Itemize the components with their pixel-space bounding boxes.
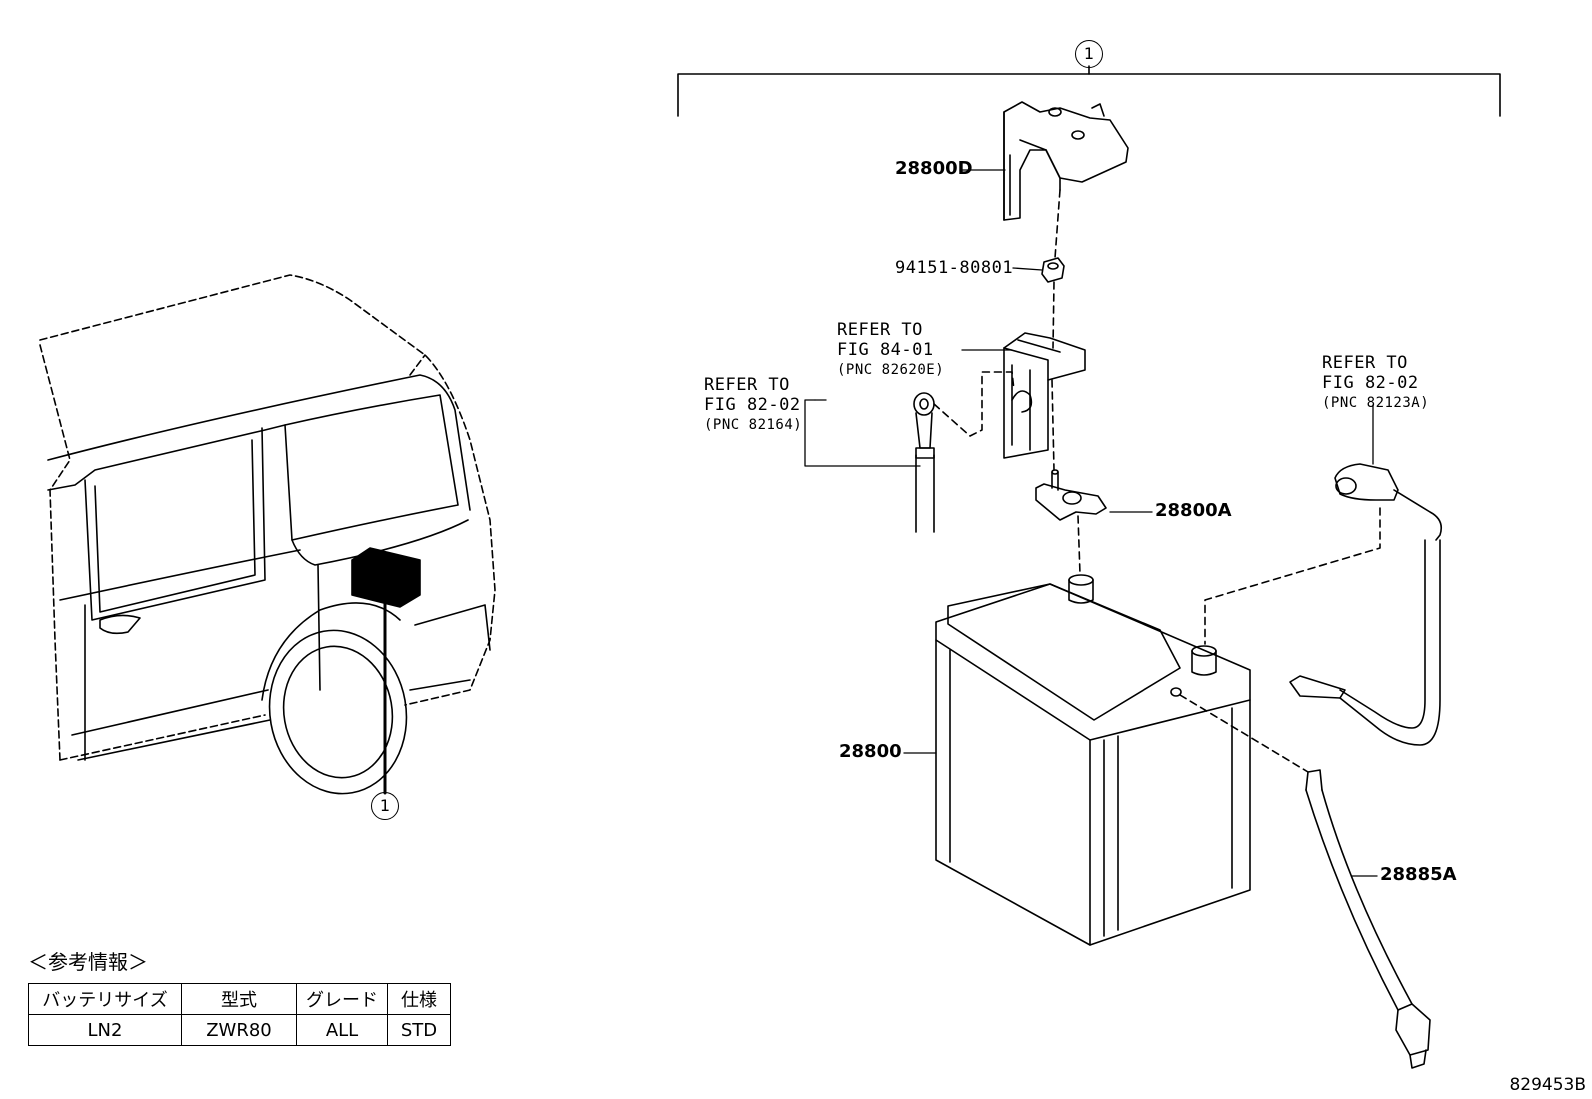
header-battery-size: バッテリサイズ — [28, 983, 182, 1015]
fuse-block-drawing — [1003, 332, 1086, 459]
part-number-28800A[interactable]: 28800A — [1155, 500, 1232, 521]
cell-spec: STD — [387, 1014, 451, 1046]
ref-fig-84-01-pnc: (PNC 82620E) — [837, 362, 945, 378]
header-grade: グレード — [296, 983, 388, 1015]
assembly-lines — [933, 189, 1381, 773]
part-number-28885A[interactable]: 28885A — [1380, 864, 1457, 885]
table-row: LN2 ZWR80 ALL STD — [28, 1014, 451, 1046]
cell-battery-size: LN2 — [28, 1014, 182, 1046]
vehicle-body — [47, 374, 491, 795]
group-bracket — [677, 73, 1501, 117]
header-model: 型式 — [181, 983, 297, 1015]
cell-grade: ALL — [296, 1014, 388, 1046]
leader-lines — [804, 169, 1378, 877]
vent-tube-drawing — [1305, 769, 1431, 1069]
ref-fig-82-02-right-line2[interactable]: FIG 82-02 — [1322, 373, 1419, 393]
reference-info-title: ＜参考情報＞ — [28, 950, 148, 974]
table-header-row: バッテリサイズ 型式 グレード 仕様 — [28, 983, 451, 1015]
reference-info-table: バッテリサイズ 型式 グレード 仕様 LN2 ZWR80 ALL STD — [28, 983, 451, 1046]
ref-fig-82-02-left-line2[interactable]: FIG 82-02 — [704, 395, 801, 415]
part-number-94151[interactable]: 94151-80801 — [895, 258, 1014, 278]
group-callout-vehicle: 1 — [371, 792, 399, 820]
figure-number: 829453B — [1509, 1075, 1586, 1095]
ref-fig-82-02-right-pnc: (PNC 82123A) — [1322, 395, 1430, 411]
ground-cable-left-drawing — [913, 392, 935, 533]
ref-fig-82-02-right-line1: REFER TO — [1322, 353, 1408, 373]
battery-drawing — [935, 574, 1251, 946]
part-number-28800D[interactable]: 28800D — [895, 158, 973, 179]
terminal-cover-drawing — [1003, 101, 1129, 221]
group-callout-top: 1 — [1075, 40, 1103, 68]
ref-fig-84-01-line2[interactable]: FIG 84-01 — [837, 340, 934, 360]
battery-location-marker — [351, 547, 421, 795]
ground-cable-right-drawing — [1289, 463, 1443, 746]
header-spec: 仕様 — [387, 983, 451, 1015]
ref-fig-82-02-left-line1: REFER TO — [704, 375, 790, 395]
clamp-drawing — [1035, 469, 1107, 521]
cell-model: ZWR80 — [181, 1014, 297, 1046]
nut-drawing — [1041, 257, 1065, 283]
part-number-28800[interactable]: 28800 — [839, 741, 902, 762]
ref-fig-82-02-left-pnc: (PNC 82164) — [704, 417, 803, 433]
ref-fig-84-01-line1: REFER TO — [837, 320, 923, 340]
